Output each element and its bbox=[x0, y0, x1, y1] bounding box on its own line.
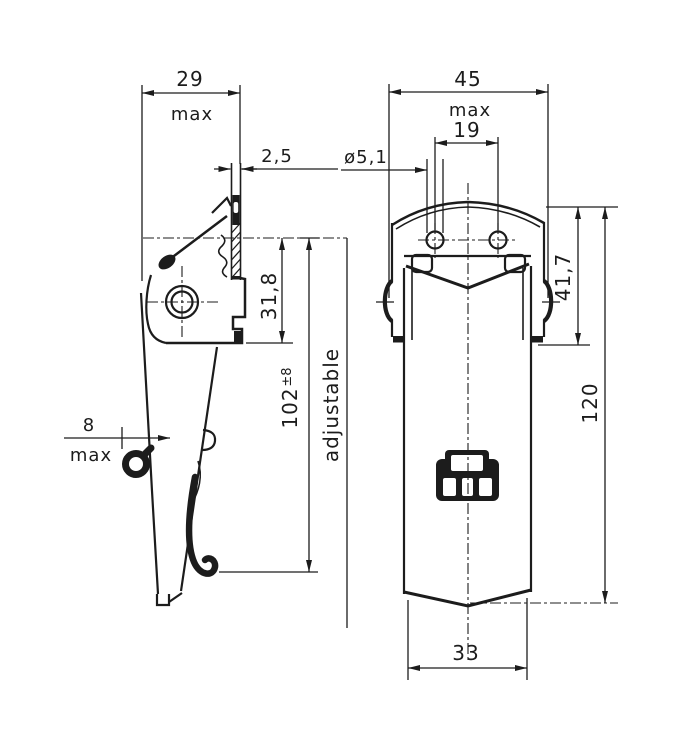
lever-foot bbox=[155, 594, 171, 607]
dim-31-8-value: 31,8 bbox=[257, 272, 281, 321]
lever-tip bbox=[211, 196, 232, 214]
pivot-hole-inner bbox=[170, 290, 194, 314]
dim-bottom-width-33: 33 bbox=[407, 598, 528, 680]
dim-2-5-value: 2,5 bbox=[261, 146, 293, 167]
dim-plate-height-41-7: 41,7 bbox=[538, 206, 618, 346]
left-step bbox=[393, 336, 404, 343]
dim-33-value: 33 bbox=[452, 641, 479, 665]
dim-8-value: 8 bbox=[83, 415, 95, 436]
mounting-plate-section bbox=[230, 163, 242, 280]
dim-45-value: 45 bbox=[454, 67, 481, 91]
dim-45-qualifier: max bbox=[449, 100, 491, 121]
dim-top-width-45: 45 max bbox=[388, 67, 549, 298]
dim-29-value: 29 bbox=[176, 67, 203, 91]
head-corner bbox=[234, 331, 243, 343]
wire-bail-neck bbox=[139, 444, 155, 460]
dim-overall-height-120: 120 bbox=[470, 207, 618, 604]
dim-hole-diameter: ø5,1 bbox=[341, 147, 444, 233]
head-top-edge bbox=[169, 215, 228, 260]
lever-arm bbox=[122, 292, 219, 607]
keeper-catch bbox=[436, 450, 499, 501]
rivet-bump bbox=[158, 254, 176, 270]
right-hinge-tab bbox=[503, 253, 527, 274]
front-view: 45 max 19 ø5,1 41,7 120 bbox=[341, 67, 618, 680]
dim-hole-spacing-19: 19 bbox=[434, 118, 499, 230]
right-pivot-boss bbox=[542, 279, 554, 323]
dim-bracket-height-31-8: 31,8 bbox=[246, 238, 293, 344]
lever-right-edge bbox=[179, 346, 219, 592]
dim-19-value: 19 bbox=[453, 118, 480, 142]
left-pivot-boss bbox=[382, 279, 394, 323]
wire-bail-loop bbox=[122, 450, 150, 478]
dim-29-qualifier: max bbox=[171, 104, 213, 125]
bottom-hook bbox=[185, 473, 219, 577]
spring-tab bbox=[201, 428, 217, 452]
dim-41-7-value: 41,7 bbox=[551, 253, 575, 302]
latch-bracket-head bbox=[145, 196, 247, 345]
dim-overall-length-102: 102 ±8 adjustable bbox=[219, 237, 348, 628]
top-arc-outer bbox=[391, 200, 545, 227]
pivot-hole-outer bbox=[164, 284, 200, 320]
dim-hole-diameter-value: ø5,1 bbox=[344, 147, 388, 168]
dim-120-value: 120 bbox=[578, 382, 602, 423]
section-hatching bbox=[231, 222, 241, 279]
dim-102-value: 102 bbox=[278, 387, 302, 428]
dim-plate-thickness-2-5: 2,5 bbox=[214, 146, 338, 172]
head-left-edge bbox=[145, 274, 167, 345]
right-step bbox=[532, 336, 543, 343]
lever-left-edge bbox=[139, 292, 160, 595]
dim-top-width-29: 29 max bbox=[141, 67, 241, 281]
dim-102-tolerance: ±8 bbox=[280, 367, 295, 386]
dim-hook-protrusion-8: 8 max bbox=[64, 415, 170, 466]
lever-bottom-edge bbox=[168, 592, 183, 603]
side-view: 29 max 2,5 31,8 102 ±8 adjustable bbox=[64, 67, 348, 628]
dim-8-qualifier: max bbox=[70, 445, 112, 466]
break-wavy-line bbox=[217, 234, 228, 278]
adjustable-label: adjustable bbox=[319, 348, 343, 462]
